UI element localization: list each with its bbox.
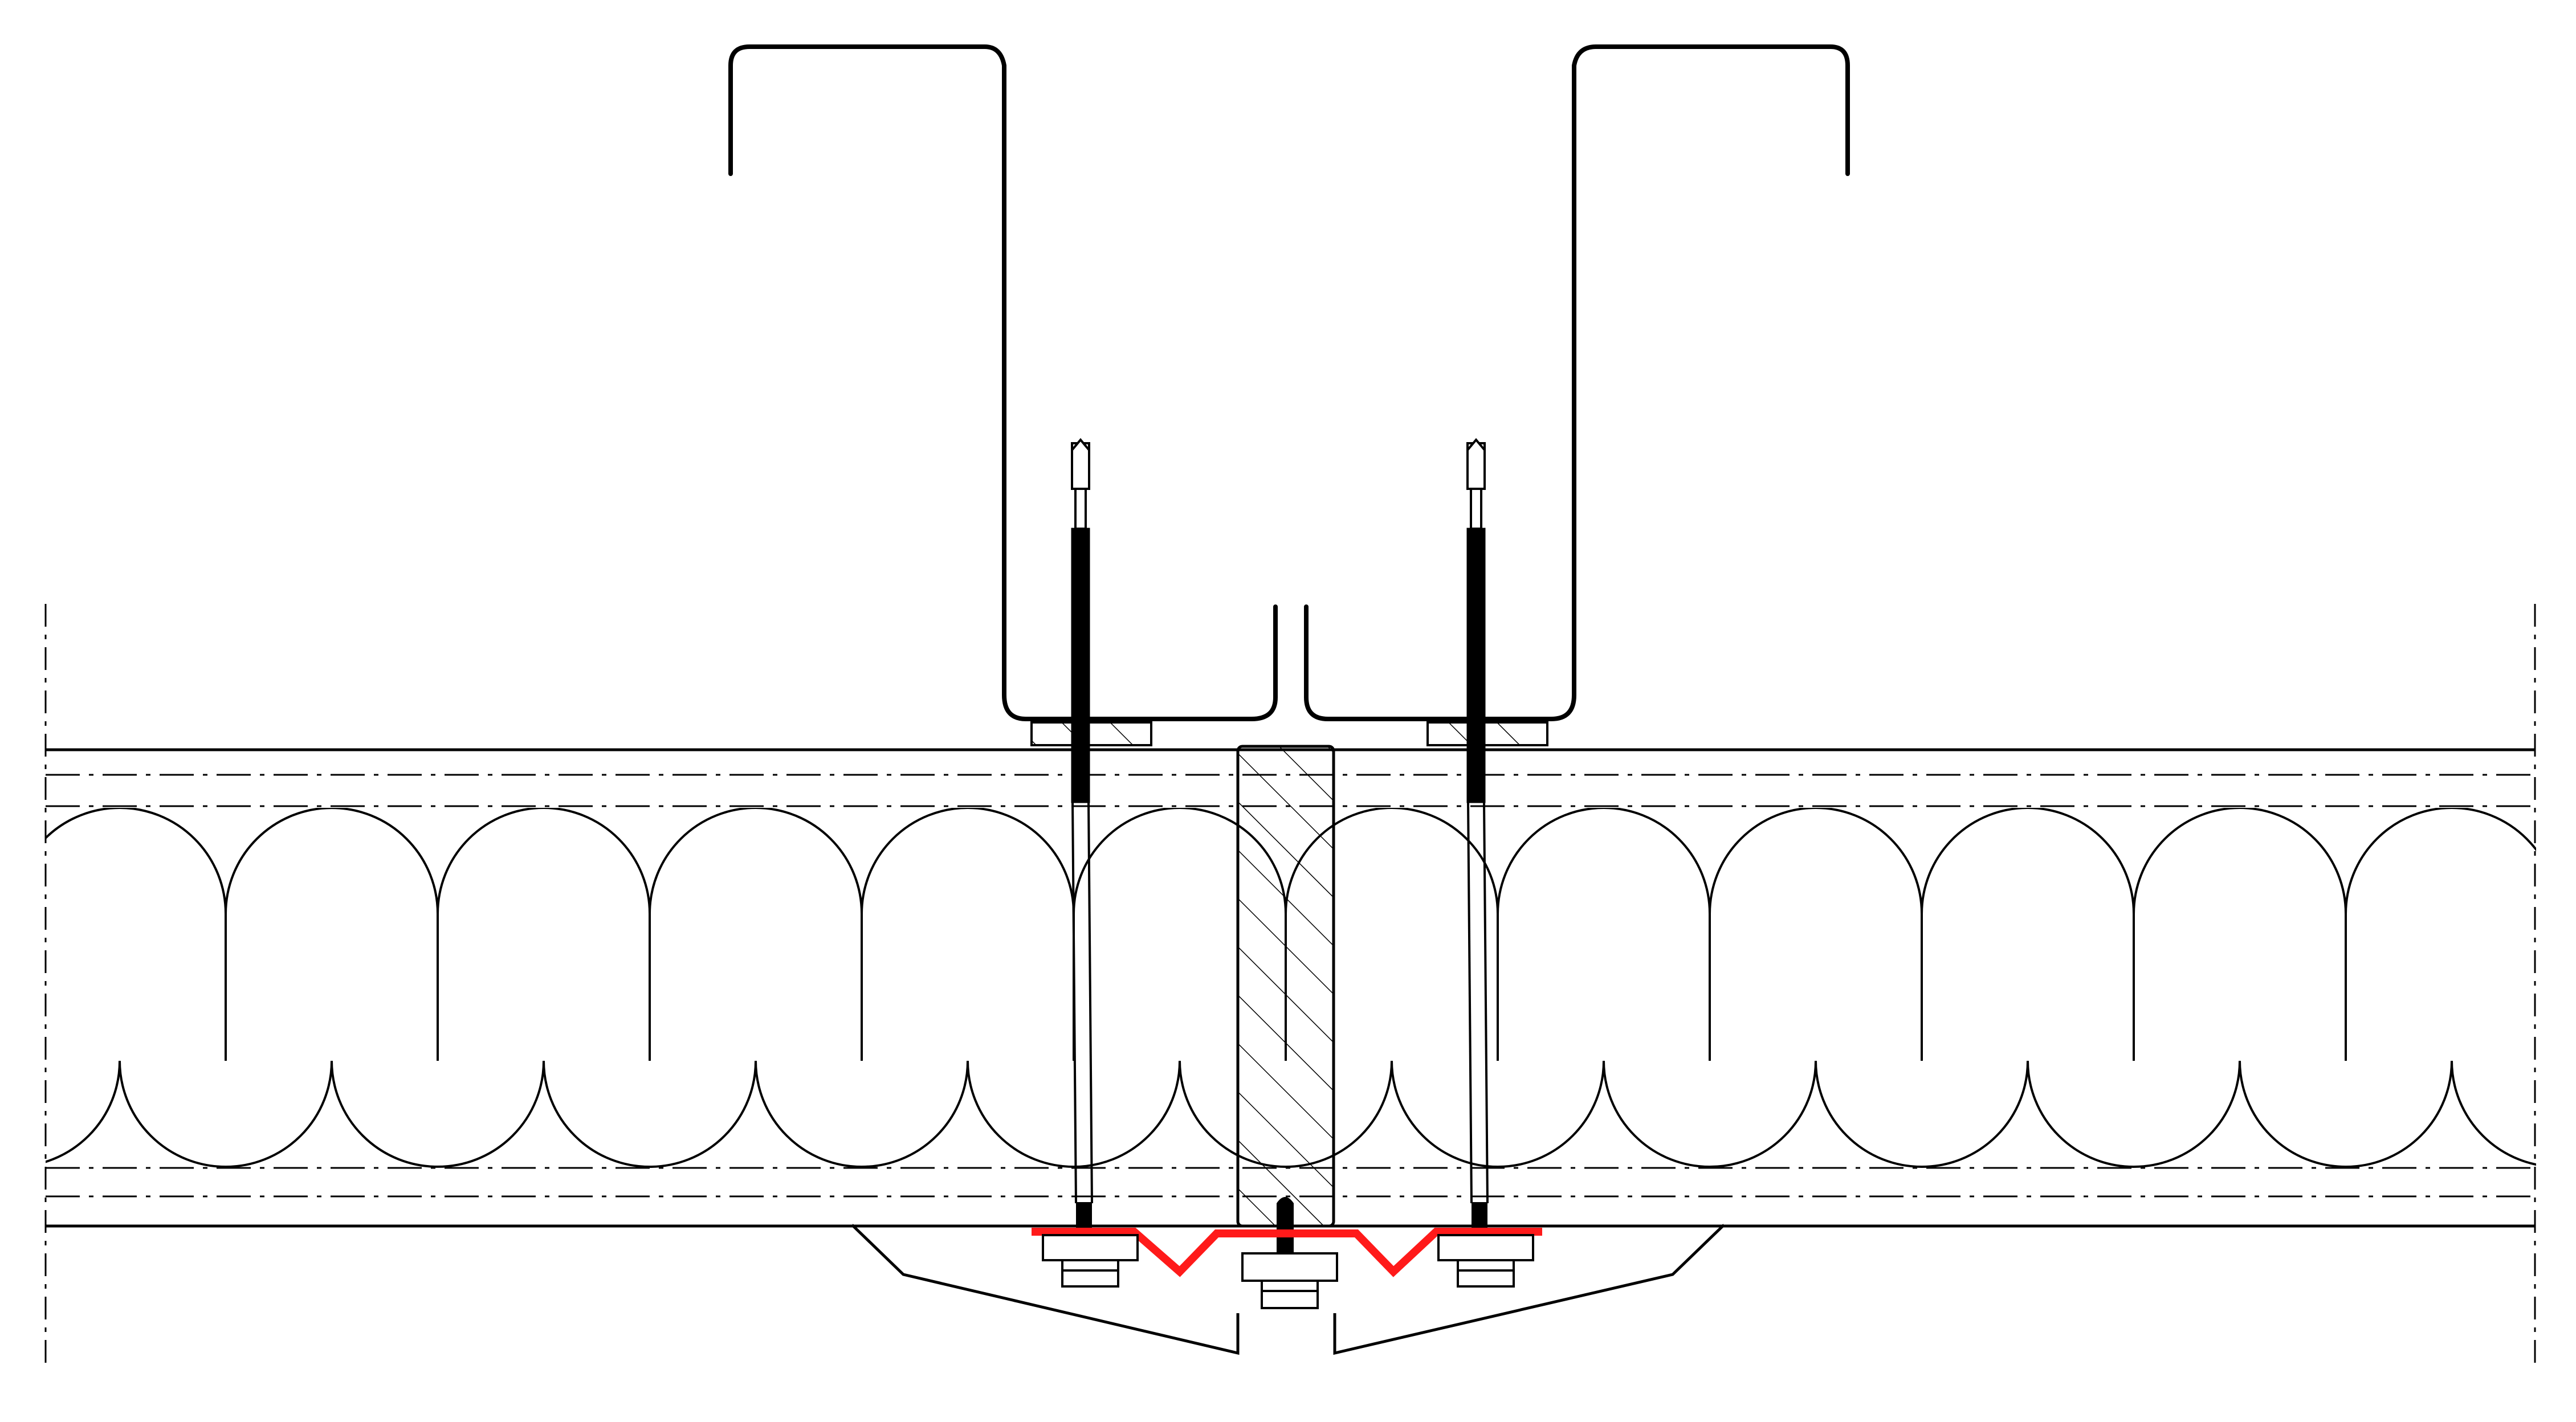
spacer-plate-left — [1030, 721, 1152, 746]
screw-center-thread — [1277, 1197, 1294, 1253]
nut-left — [1061, 1259, 1119, 1288]
screw-right-shank-b — [1483, 802, 1489, 1204]
screw-left-thread — [1071, 528, 1090, 803]
washer-left — [1042, 1234, 1139, 1261]
screw-right — [1466, 438, 1489, 1232]
screws — [1071, 438, 1489, 1253]
screw-left-lower-thread — [1076, 1202, 1092, 1232]
nut-right — [1457, 1259, 1515, 1288]
screw-left-shank-b — [1087, 802, 1093, 1204]
purlin-left — [728, 44, 1278, 721]
panel-edge-lines — [44, 604, 2536, 1367]
washer-center — [1241, 1252, 1338, 1282]
flashing-left — [851, 1224, 1240, 1355]
bottom-flashing — [851, 1224, 1725, 1355]
fastener-heads — [1042, 1234, 1534, 1309]
seal-strip — [1032, 1228, 1542, 1277]
screw-right-neck — [1470, 488, 1482, 530]
nut-center — [1261, 1280, 1319, 1309]
screw-right-lower-thread — [1472, 1202, 1487, 1232]
screw-center — [1277, 1197, 1294, 1253]
flashing-right — [1333, 1224, 1725, 1355]
spacer-plate-right — [1426, 721, 1548, 746]
purlin-right — [1304, 44, 1850, 721]
screw-left-neck — [1074, 488, 1087, 530]
washer-right — [1437, 1234, 1534, 1261]
spacer-plates — [1030, 721, 1548, 746]
screw-right-thread — [1466, 528, 1486, 803]
screw-left-tip-point — [1071, 438, 1090, 451]
screw-left-shank-a — [1071, 802, 1077, 1204]
screw-left — [1071, 438, 1093, 1232]
screw-right-shank-a — [1467, 802, 1473, 1204]
screw-right-tip-point — [1466, 438, 1486, 451]
